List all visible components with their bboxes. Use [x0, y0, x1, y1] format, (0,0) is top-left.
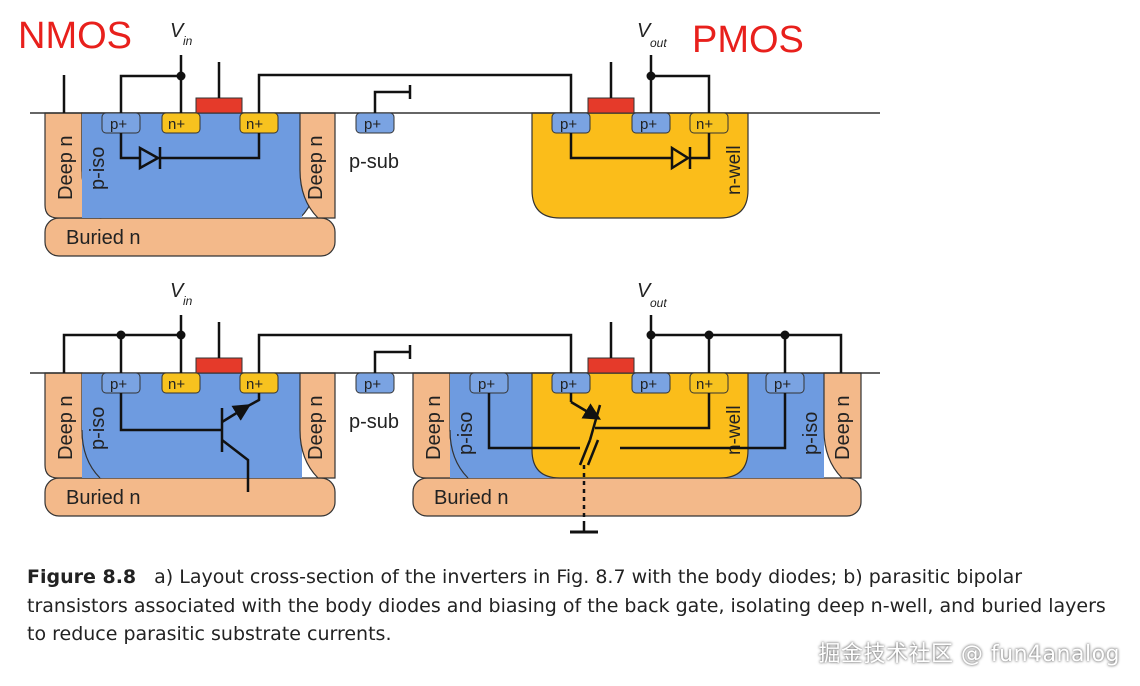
svg-text:Buried n: Buried n — [66, 487, 141, 509]
svg-text:Deep n: Deep n — [832, 396, 854, 461]
p-sub-label: p-sub — [349, 151, 399, 173]
svg-text:Deep n: Deep n — [423, 396, 445, 461]
svg-text:p-iso: p-iso — [87, 407, 109, 450]
svg-text:n+: n+ — [696, 116, 713, 133]
deep-n-right-label: Deep n — [305, 136, 327, 201]
buried-n-layer-b-right: Buried n — [412, 477, 862, 517]
vin-label-b: V in — [170, 280, 193, 308]
pmos-drain-p-plus: p+ — [551, 112, 591, 134]
svg-text:p+: p+ — [110, 376, 127, 393]
wiring-b — [62, 315, 843, 492]
pmos-gate-b — [587, 357, 635, 374]
svg-text:n+: n+ — [246, 376, 263, 393]
svg-text:in: in — [183, 294, 193, 308]
vout-label-a: V out — [637, 20, 667, 50]
svg-text:Buried n: Buried n — [434, 487, 509, 509]
nmos-title: NMOS — [18, 15, 132, 57]
svg-text:p+: p+ — [640, 376, 657, 393]
nmos-source-n-plus: n+ — [161, 112, 201, 134]
p-sub-contact: p+ — [355, 112, 395, 134]
svg-text:p+: p+ — [560, 116, 577, 133]
figure-label: Figure 8.8 — [27, 566, 137, 588]
pmos-n-plus-contact: n+ — [689, 112, 729, 134]
wiring-a — [62, 55, 711, 160]
deep-n-right — [299, 112, 336, 219]
buried-n-layer-b-left: Buried n — [44, 477, 336, 517]
svg-text:V: V — [170, 20, 185, 42]
pmos-gate — [587, 97, 635, 114]
watermark: 掘金技术社区 @ fun4analog — [818, 642, 1120, 667]
pmos-body-diode-icon — [670, 145, 692, 171]
svg-text:n+: n+ — [168, 376, 185, 393]
diagram-a: Buried n Deep n Deep n p-iso n-well p+ n… — [18, 15, 880, 257]
svg-text:n-well: n-well — [724, 405, 745, 455]
svg-text:p+: p+ — [364, 376, 381, 393]
svg-text:n+: n+ — [696, 376, 713, 393]
svg-text:V: V — [637, 20, 652, 42]
buried-n-label: Buried n — [66, 227, 141, 249]
n-well-label: n-well — [724, 145, 745, 195]
svg-text:p+: p+ — [774, 376, 791, 393]
svg-text:p-sub: p-sub — [349, 411, 399, 433]
svg-text:p+: p+ — [110, 116, 127, 133]
svg-text:V: V — [170, 280, 185, 302]
svg-text:p-iso: p-iso — [455, 412, 477, 455]
deep-n-right-b — [299, 372, 336, 479]
svg-text:n+: n+ — [168, 116, 185, 133]
vout-node-a — [646, 71, 656, 81]
svg-text:out: out — [650, 36, 667, 50]
svg-text:Deep n: Deep n — [55, 396, 77, 461]
nmos-gate — [195, 97, 243, 114]
svg-text:p-iso: p-iso — [800, 412, 822, 455]
n-well-region — [531, 112, 749, 219]
svg-text:Deep n: Deep n — [305, 396, 327, 461]
svg-text:p+: p+ — [640, 116, 657, 133]
nmos-p-plus-contact: p+ — [101, 112, 141, 134]
svg-text:p+: p+ — [560, 376, 577, 393]
deep-n-right-b2 — [823, 372, 862, 479]
svg-text:p+: p+ — [364, 116, 381, 133]
svg-text:in: in — [183, 34, 193, 48]
svg-text:out: out — [650, 296, 667, 310]
diagram-b: Buried n Deep n Deep n p-iso Buried n De… — [30, 280, 880, 534]
pmos-title: PMOS — [692, 19, 804, 61]
vin-node-a — [176, 71, 186, 81]
buried-n-layer: Buried n — [44, 217, 336, 257]
svg-text:n+: n+ — [246, 116, 263, 133]
deep-n-left-label: Deep n — [55, 136, 77, 201]
nmos-gate-b — [195, 357, 243, 374]
p-iso-label: p-iso — [87, 147, 109, 190]
vin-label-a: V in — [170, 20, 193, 48]
svg-text:p+: p+ — [478, 376, 495, 393]
vout-label-b: V out — [637, 280, 667, 310]
nmos-drain-n-plus: n+ — [239, 112, 279, 134]
pmos-source-p-plus: p+ — [631, 112, 671, 134]
nmos-body-diode-icon — [138, 145, 162, 171]
caption-text: a) Layout cross-section of the inverters… — [27, 566, 1106, 645]
svg-text:V: V — [637, 280, 652, 302]
